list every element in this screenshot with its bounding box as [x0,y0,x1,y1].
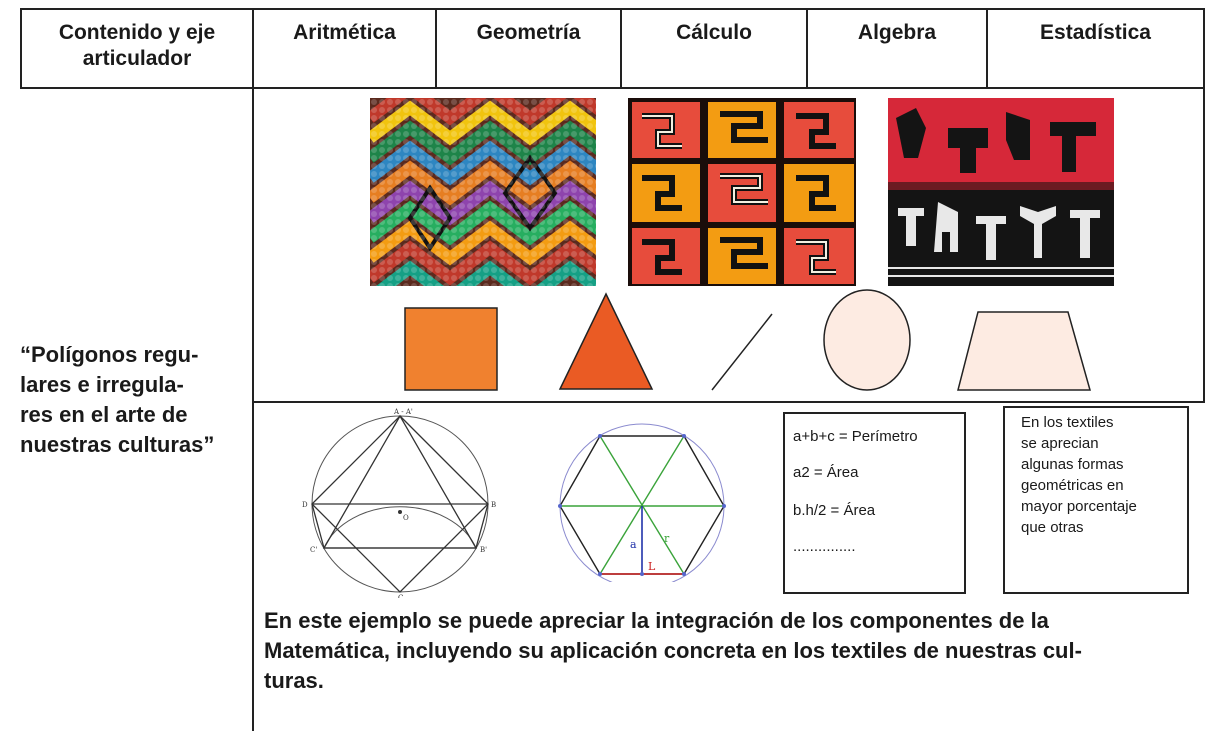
square-shape [404,307,498,391]
svg-text:a: a [630,538,637,551]
header-algebra: Algebra [857,21,937,44]
svg-text:B': B' [480,546,487,554]
table-top-border [20,8,1205,10]
table-right-border-top [1203,8,1205,403]
table-col-divider-3 [620,8,622,89]
table-col-divider-1 [252,8,254,731]
triangle-shape [558,292,654,392]
svg-text:C': C' [310,546,317,554]
diagonal-line-shape [710,312,774,392]
content-split-line [252,401,1205,403]
summary-paragraph: En este ejemplo se puede apreciar la int… [264,608,1082,693]
textiles-note-box: En los textiles se aprecian algunas form… [1003,406,1189,594]
table-left-border [20,8,22,89]
textile-zigzag-photo [370,98,596,286]
formula-line: b.h/2 = Área [793,502,876,519]
table-col-divider-5 [986,8,988,89]
svg-text:B: B [491,501,496,509]
textile-red-black-photo [888,98,1114,286]
formula-line: a+b+c = Perímetro [793,428,918,445]
svg-text:r: r [664,532,670,545]
header-geometria: Geometría [476,21,581,44]
svg-text:O: O [403,514,409,522]
table-header-bottom-border [20,87,1205,89]
formula-box: a+b+c = Perímetro a2 = Área b.h/2 = Área… [783,412,966,594]
inscribed-polygons-diagram: A - A' D B C' B' C O [300,408,500,602]
table-col-divider-4 [806,8,808,89]
oval-shape [822,288,912,392]
svg-text:A - A': A - A' [393,408,413,416]
header-estadistica: Estadística [1040,21,1151,44]
table-col-divider-2 [435,8,437,89]
header-calculo: Cálculo [676,21,752,44]
formula-line: ............... [793,538,856,555]
svg-text:D: D [302,501,308,509]
svg-text:L: L [648,560,656,573]
svg-text:C: C [398,594,403,598]
row-label: “Polígonos regu- lares e irregula- res e… [20,342,215,457]
trapezoid-shape [956,310,1092,392]
header-aritmetica: Aritmética [293,21,396,44]
formula-line: a2 = Área [793,464,859,481]
textile-red-pattern-photo [628,98,856,286]
hexagon-diagram: a r L [556,422,728,589]
